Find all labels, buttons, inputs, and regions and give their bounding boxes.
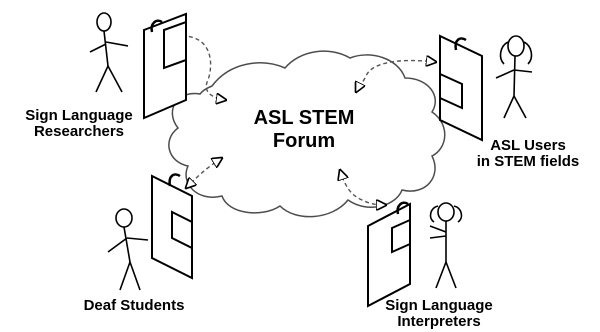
asl-user-figure [496,36,532,118]
asl-users-label-line1: ASL Users [490,137,566,154]
interpreters-label-line2: Interpreters [397,313,481,330]
interpreter-video-screen [368,203,410,306]
researchers-label: Sign Language Researchers [4,108,154,140]
deaf-students-label-line1: Deaf Students [83,297,185,314]
asl-users-label-line2: in STEM fields [476,153,580,170]
deaf-student-video-screen [152,174,192,278]
deaf-students-label: Deaf Students [74,298,194,314]
asl-users-label: ASL Users in STEM fields [462,138,594,170]
interpreter-figure [430,203,461,288]
arrow-interpreters [340,170,386,205]
forum-title-line2: Forum [272,130,336,152]
researchers-label-line1: Sign Language [25,107,133,124]
forum-title: ASL STEM Forum [248,107,360,153]
researcher-figure [90,13,128,92]
interpreters-label-line1: Sign Language [385,297,493,314]
deaf-student-figure [108,209,148,290]
researcher-video-screen [144,14,186,118]
asl-user-video-screen [440,36,482,140]
researchers-label-line2: Researchers [33,123,125,140]
arrow-deaf-students [186,158,222,188]
forum-title-line1: ASL STEM [253,107,355,129]
interpreters-label: Sign Language Interpreters [372,298,506,330]
